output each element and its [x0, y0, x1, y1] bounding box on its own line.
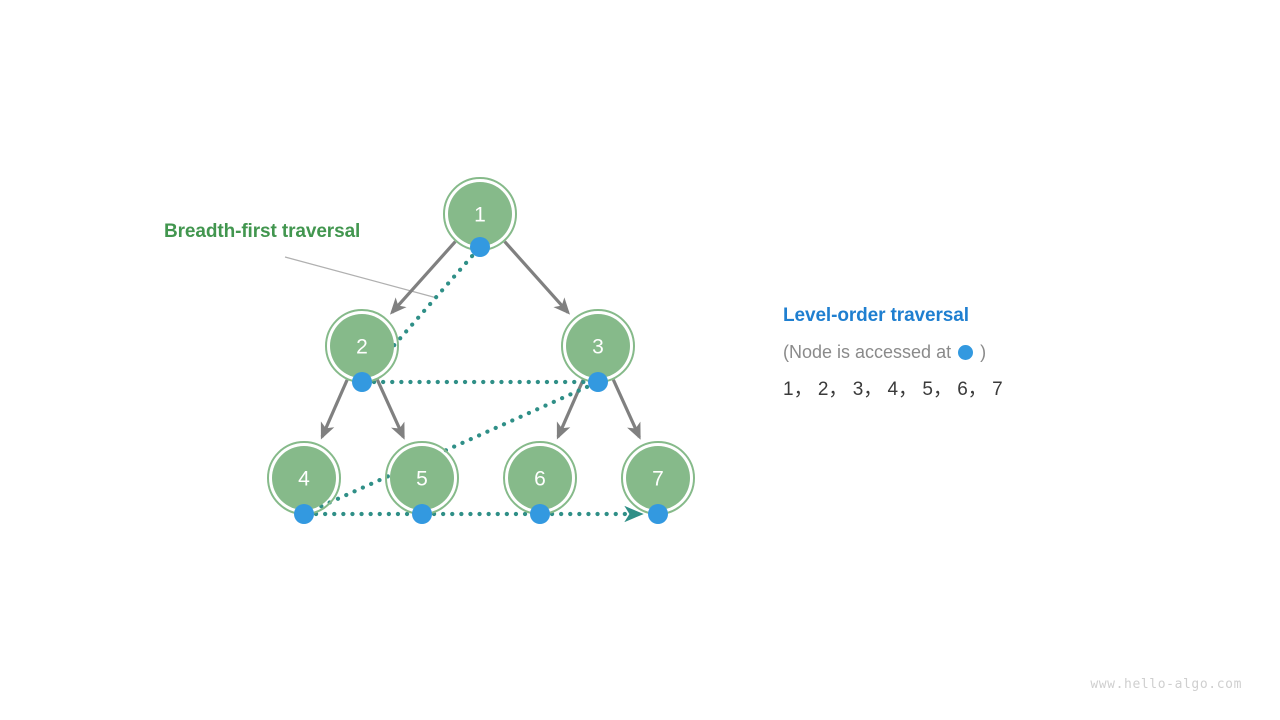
- node-label-6: 6: [534, 468, 546, 491]
- panel-subtitle-suffix: ): [980, 342, 987, 362]
- panel-subtitle-prefix: (Node is accessed at: [783, 342, 952, 362]
- node-label-5: 5: [416, 468, 428, 491]
- access-dots: [294, 237, 668, 524]
- tree-edge-n1-n2: [389, 240, 457, 315]
- traversal-sequence: 1， 2， 3， 4， 5， 6， 7: [783, 379, 1003, 400]
- tree-node-2[interactable]: 2: [325, 309, 399, 383]
- access-dot-6: [530, 504, 550, 524]
- tree-edge-n2-n4: [320, 379, 349, 440]
- access-dot-2: [352, 372, 372, 392]
- access-dot-5: [412, 504, 432, 524]
- node-label-1: 1: [474, 204, 486, 227]
- tree-node-6[interactable]: 6: [503, 441, 577, 515]
- tree-node-5[interactable]: 5: [385, 441, 459, 515]
- node-label-7: 7: [652, 468, 664, 491]
- panel-subtitle: (Node is accessed at ): [783, 341, 1203, 363]
- node-circle-5: [390, 446, 454, 510]
- node-label-4: 4: [298, 468, 310, 491]
- panel-title: Level-order traversal: [783, 305, 969, 326]
- access-dot-4: [294, 504, 314, 524]
- tree-edge-n3-n7: [611, 379, 641, 440]
- access-dot-7: [648, 504, 668, 524]
- access-dot-icon: [958, 344, 974, 360]
- tree-node-4[interactable]: 4: [267, 441, 341, 515]
- bfs-leader-line: [284, 256, 438, 299]
- legend-panel: Level-order traversal (Node is accessed …: [783, 305, 1203, 402]
- node-circle-2: [330, 314, 394, 378]
- access-dot-3: [588, 372, 608, 392]
- node-label-2: 2: [356, 336, 368, 359]
- tree-nodes: 1 2 3 4 5 6 7: [267, 177, 695, 515]
- tree-node-7[interactable]: 7: [621, 441, 695, 515]
- node-circle-4: [272, 446, 336, 510]
- node-circle-3: [566, 314, 630, 378]
- tree-node-3[interactable]: 3: [561, 309, 635, 383]
- access-dot-1: [470, 237, 490, 257]
- node-circle-7: [626, 446, 690, 510]
- bfs-label: Breadth-first traversal: [164, 221, 361, 242]
- tree-edge-n2-n5: [375, 379, 405, 440]
- node-label-3: 3: [592, 336, 604, 359]
- node-circle-1: [448, 182, 512, 246]
- tree-edge-n1-n3: [503, 240, 571, 315]
- leader-line: [284, 256, 438, 299]
- tree-edge-n3-n6: [556, 379, 585, 440]
- watermark: www.hello-algo.com: [1090, 677, 1242, 692]
- node-circle-6: [508, 446, 572, 510]
- tree-node-1[interactable]: 1: [443, 177, 517, 251]
